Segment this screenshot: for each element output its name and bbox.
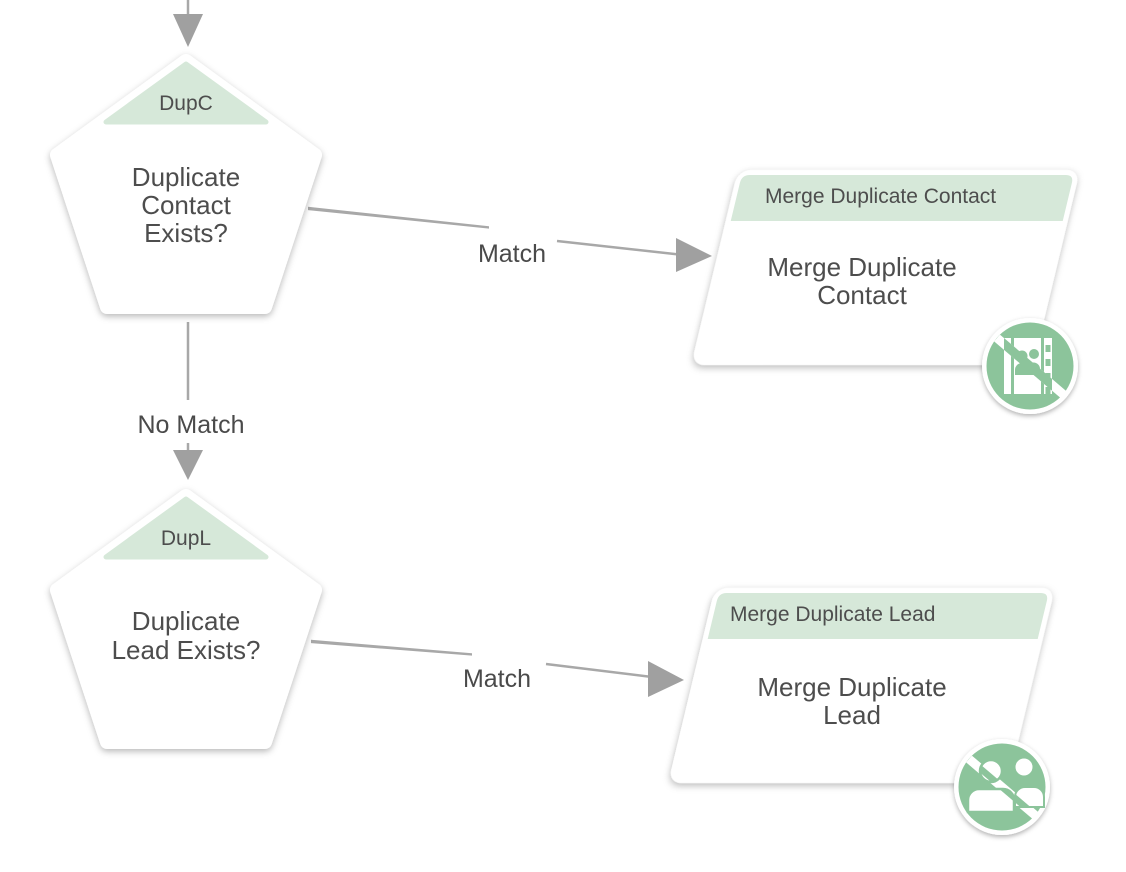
action-header-band <box>707 593 1048 639</box>
edge-label-match: Match <box>463 665 531 693</box>
bust-head <box>1029 349 1039 359</box>
binding-notch <box>1045 345 1051 352</box>
action-label-line: Contact <box>817 280 907 310</box>
icon-slash-over-book <box>1004 338 1052 391</box>
binding-notch <box>1045 359 1051 366</box>
connector-line <box>311 639 472 656</box>
arrow-head-icon <box>173 450 203 480</box>
action-header-label: Merge Duplicate Contact <box>765 185 996 208</box>
lead-people-slash-icon <box>954 739 1050 835</box>
action-node-merge-duplicate-contact[interactable]: Merge Duplicate Contact Merge Duplicate … <box>691 170 1080 414</box>
connector-line <box>545 662 653 679</box>
book-spine <box>1004 338 1011 394</box>
decision-label-line: Lead Exists? <box>112 635 261 665</box>
decision-node-duplicate-contact[interactable]: DupC Duplicate Contact Exists? <box>50 54 322 314</box>
decision-badge-label: DupC <box>159 92 213 115</box>
edge-label-match: Match <box>478 240 546 268</box>
action-label-line: Merge Duplicate <box>757 672 946 702</box>
action-label-line: Lead <box>823 700 881 730</box>
arrow-head-icon <box>676 238 712 272</box>
decision-label-line: Contact <box>141 190 231 220</box>
edge-label-no-match: No Match <box>138 411 245 439</box>
decision-badge-label: DupL <box>161 527 211 550</box>
decision-label-line: Duplicate <box>132 162 240 192</box>
decision-label-line: Exists? <box>144 218 228 248</box>
action-header-band <box>730 175 1073 221</box>
decision-node-duplicate-lead[interactable]: DupL Duplicate Lead Exists? <box>50 489 322 749</box>
decision-badge-triangle <box>103 61 269 125</box>
binding-notch <box>1045 387 1051 394</box>
action-label-line: Merge Duplicate <box>767 252 956 282</box>
action-header-label: Merge Duplicate Lead <box>730 603 935 626</box>
connector-line <box>308 206 489 229</box>
person-head <box>1013 756 1035 778</box>
arrow-head-icon <box>173 14 203 47</box>
edge-dupc-no-match: No Match <box>138 322 245 480</box>
action-node-merge-duplicate-lead[interactable]: Merge Duplicate Lead Merge Duplicate Lea… <box>668 588 1055 835</box>
connector-line <box>556 239 680 256</box>
decision-label-line: Duplicate <box>132 606 240 636</box>
decision-badge-triangle <box>103 496 269 560</box>
contact-book-slash-icon <box>982 318 1078 414</box>
edge-dupc-match-contact: Match <box>308 206 712 272</box>
edge-dupl-match-lead: Match <box>311 639 684 697</box>
flow-entry-arrow <box>173 0 203 47</box>
arrow-head-icon <box>648 661 684 697</box>
